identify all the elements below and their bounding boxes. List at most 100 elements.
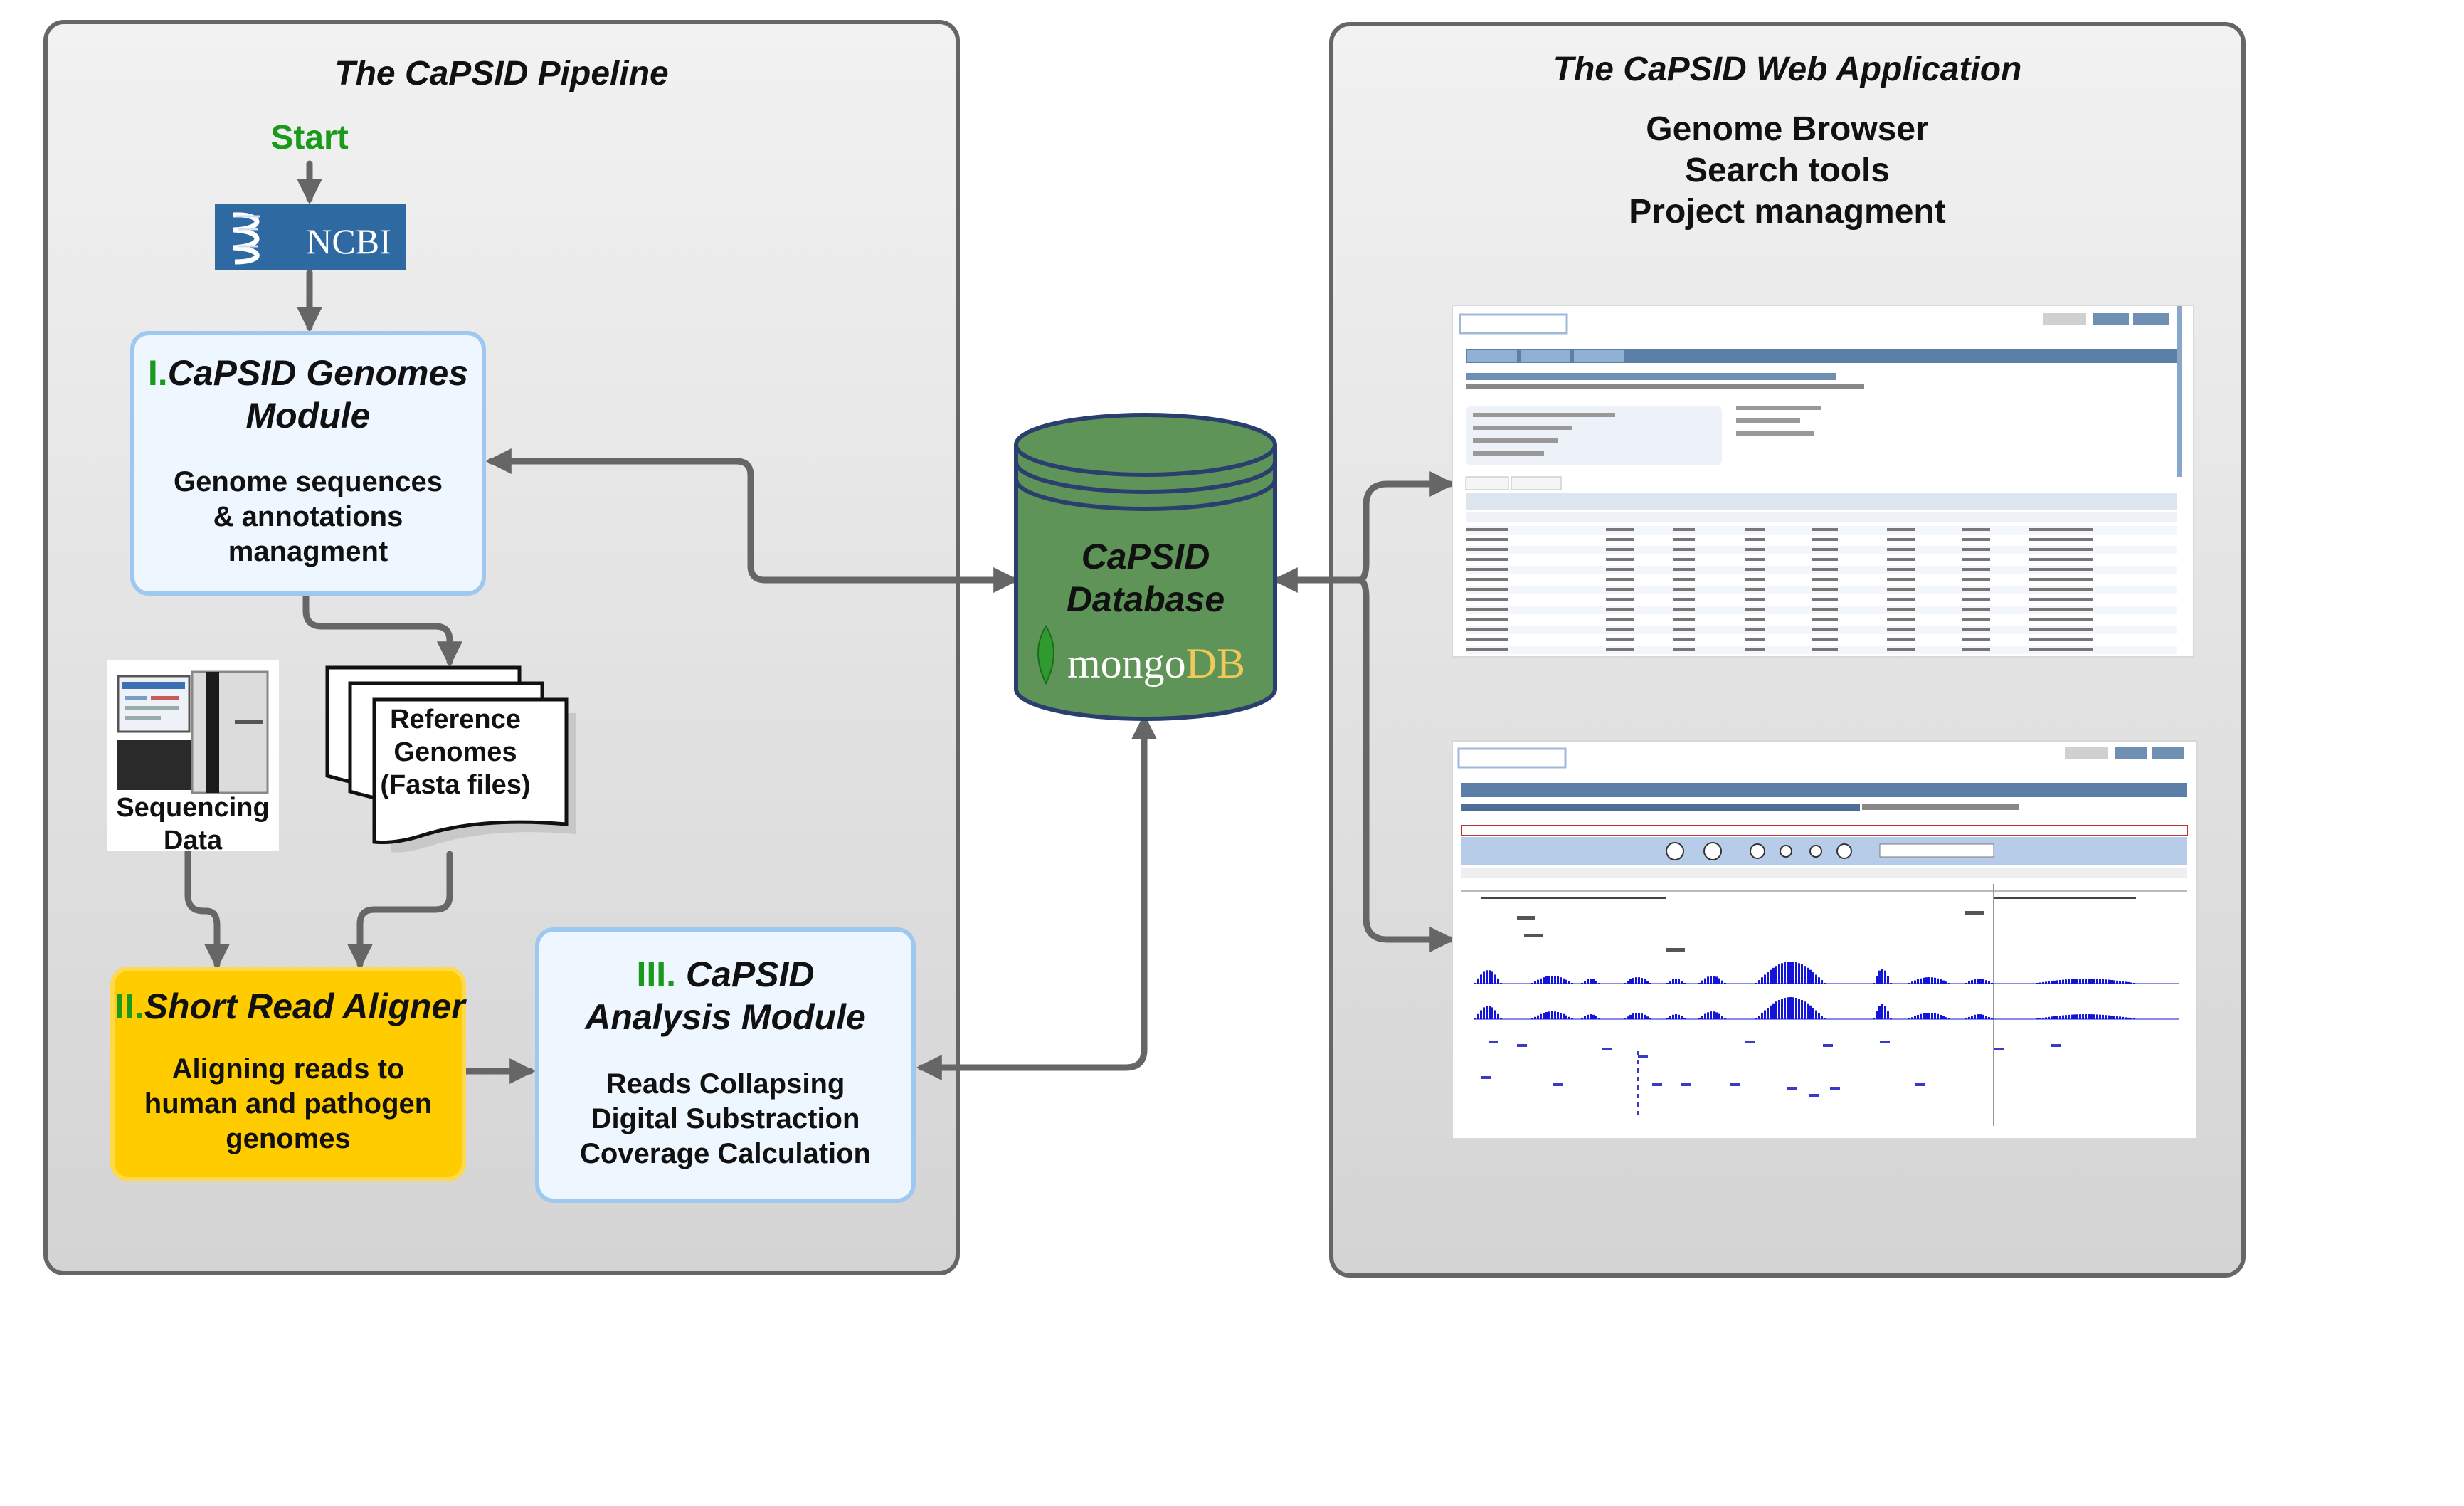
table-cell [1606, 628, 1634, 631]
coverage-bar [1710, 1011, 1712, 1019]
table-cell [1673, 618, 1695, 621]
coverage-bar [2048, 1016, 2050, 1019]
coverage-bar [2073, 979, 2076, 984]
analysis-module-title-line1: CaPSID [685, 954, 815, 994]
coverage-bar [1801, 964, 1803, 984]
coverage-bar [1669, 1016, 1671, 1019]
table-cell [1745, 638, 1765, 641]
coverage-bar [2127, 1017, 2130, 1019]
database-title-line1: CaPSID [1081, 537, 1210, 576]
table-cell [1887, 618, 1915, 621]
coverage-bar [1592, 979, 1595, 984]
table-cell [1962, 538, 1990, 541]
coverage-bar [1931, 977, 1933, 984]
table-cell [1812, 638, 1838, 641]
coverage-bar [1704, 978, 1706, 984]
coverage-bar [2071, 1014, 2073, 1019]
table-cell [1466, 648, 1508, 651]
genomes-module-body-line1: Genome sequences [174, 466, 443, 497]
coverage-bar [1761, 1013, 1763, 1019]
table-cell [1812, 548, 1838, 551]
coverage-bar [1772, 1003, 1775, 1019]
coverage-bar [2071, 979, 2073, 984]
coverage-bar [1638, 977, 1640, 984]
coverage-bar [1878, 970, 1881, 984]
coverage-bar [1548, 976, 1550, 984]
read-mark [1481, 1076, 1491, 1079]
coverage-bar [2113, 1016, 2115, 1019]
mongodb-logo-text: mongoDB [1067, 639, 1245, 688]
coverage-bar [2045, 981, 2047, 984]
table-cell [2029, 578, 2093, 581]
coverage-bar [2042, 1017, 2044, 1019]
table-cell [1673, 538, 1695, 541]
coverage-bar [1761, 977, 1763, 984]
table-cell [1962, 568, 1990, 571]
coverage-bar [2051, 1016, 2053, 1019]
coverage-bar [2113, 980, 2115, 984]
coverage-bar [1540, 1013, 1542, 1019]
coverage-bar [2042, 981, 2044, 984]
table-cell [2029, 558, 2093, 561]
coverage-bar [1804, 966, 1806, 984]
table-cell [2029, 648, 2093, 651]
coverage-bar [2051, 981, 2053, 984]
reference-genomes-line2: Genomes [393, 737, 517, 767]
coverage-bar [1627, 1016, 1629, 1019]
arrow-sequencing-to-aligner [184, 843, 230, 970]
coverage-bar [1565, 1015, 1567, 1019]
coverage-bar [1914, 980, 1916, 984]
table-cell [1812, 528, 1838, 531]
coverage-bar [1968, 1016, 1970, 1019]
analysis-module-body-line3: Coverage Calculation [579, 1138, 871, 1169]
coverage-bar [1792, 997, 1794, 1019]
coverage-bar [1917, 979, 1919, 984]
coverage-bar [1795, 962, 1797, 984]
coverage-bar [1789, 962, 1792, 984]
read-mark [1602, 1048, 1612, 1050]
table-cell [1745, 538, 1765, 541]
coverage-bar [1876, 1011, 1878, 1019]
coverage-bar [1940, 1015, 1942, 1019]
coverage-bar [1945, 1017, 1947, 1019]
coverage-bar [1942, 980, 1945, 984]
coverage-bar [1713, 976, 1715, 984]
genomes-module-title-line1: CaPSID Genomes [167, 353, 469, 393]
coverage-bar [2096, 979, 2098, 984]
coverage-bar [2059, 1015, 2061, 1019]
table-cell [1962, 598, 1990, 601]
table-cell [1606, 568, 1634, 571]
table-cell [1606, 578, 1634, 581]
coverage-bar [2122, 1016, 2124, 1019]
coverage-bar [1557, 1011, 1559, 1019]
feature-label [1517, 916, 1535, 920]
table-cell [1887, 628, 1915, 631]
table-cell [1673, 608, 1695, 611]
coverage-bar [1718, 1013, 1720, 1019]
coverage-bar [1789, 997, 1792, 1019]
coverage-bar [1809, 969, 1812, 984]
coverage-bar [2099, 979, 2101, 984]
coverage-bar [2048, 981, 2050, 984]
coverage-bar [1480, 1010, 1482, 1019]
coverage-bar [1920, 1013, 1922, 1019]
table-cell [1673, 648, 1695, 651]
table-cell [1466, 528, 1508, 531]
table-cell [1606, 528, 1634, 531]
coverage-bar [1982, 979, 1984, 984]
coverage-bar [1775, 1001, 1777, 1019]
coverage-bar [1707, 1012, 1709, 1019]
coverage-bar [1565, 979, 1567, 984]
coverage-bar [1477, 1013, 1479, 1019]
coverage-bar [1937, 1013, 1939, 1019]
coverage-bar [2102, 979, 2104, 984]
webapp-feature-genome-browser: Genome Browser [1646, 110, 1929, 148]
genomes-module-box: I.CaPSID Genomes Module Genome sequences… [130, 331, 486, 596]
coverage-bar [1489, 1006, 1491, 1019]
coverage-bar [1787, 962, 1789, 984]
coverage-bar [1812, 1008, 1814, 1019]
table-cell [1962, 648, 1990, 651]
coverage-bar [1494, 974, 1496, 984]
coverage-bar [2130, 1018, 2132, 1019]
webapp-feature-search-tools: Search tools [1684, 152, 1891, 189]
